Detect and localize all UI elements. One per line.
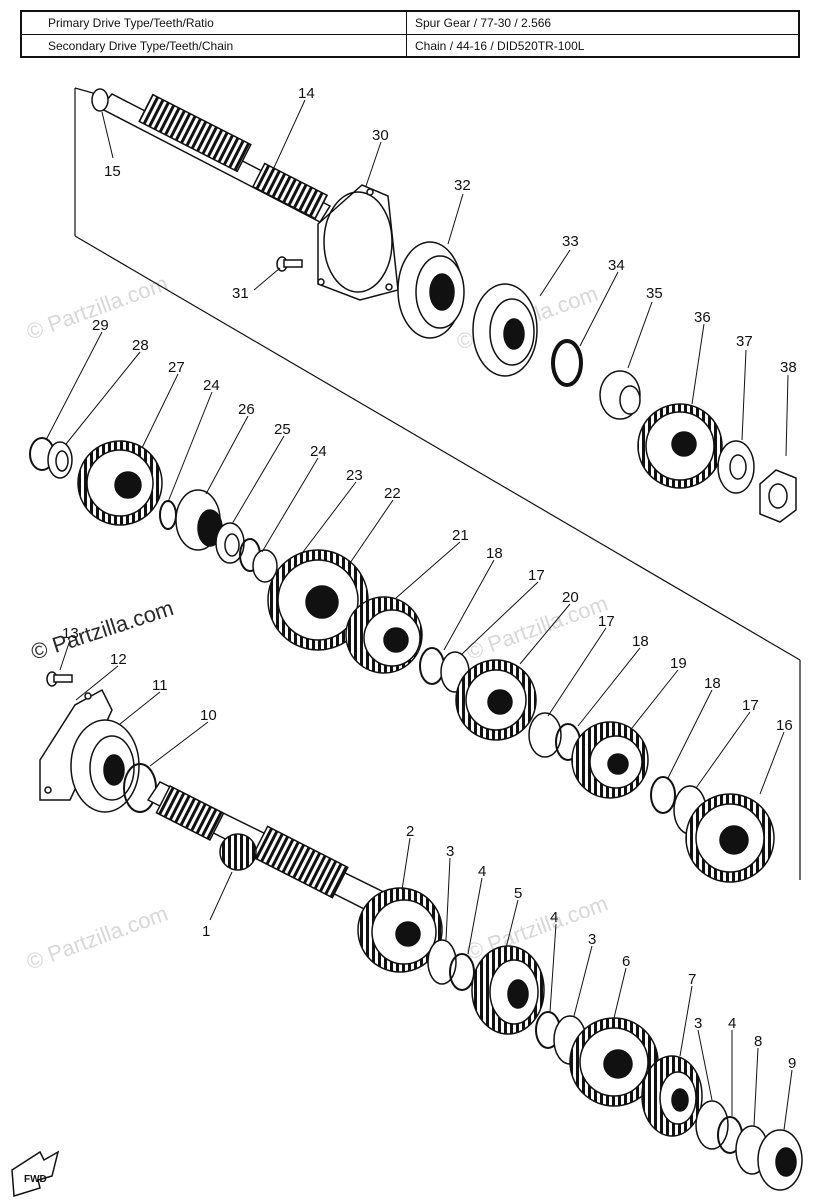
oil-seal xyxy=(472,283,538,377)
washer xyxy=(47,441,73,479)
gear xyxy=(357,887,443,973)
washer xyxy=(528,712,562,758)
needle-bearing xyxy=(175,489,223,551)
gear xyxy=(267,549,369,651)
screw xyxy=(276,256,303,272)
spec-row-primary-drive: Primary Drive Type/Teeth/Ratio Spur Gear… xyxy=(22,12,798,35)
spec-label: Secondary Drive Type/Teeth/Chain xyxy=(48,39,234,53)
callout-5: 5 xyxy=(514,885,522,902)
needle-bearing xyxy=(757,1129,803,1191)
o-ring xyxy=(551,339,583,387)
watermark: © Partzilla.com xyxy=(28,595,177,665)
bearing xyxy=(70,719,140,813)
nut xyxy=(759,469,797,523)
leader-lines xyxy=(45,99,793,1131)
callout-4: 4 xyxy=(728,1015,736,1032)
callout-labels: 14 15 30 31 32 33 34 35 36 37 38 29 28 2… xyxy=(62,85,797,1072)
callout-24: 24 xyxy=(310,443,327,460)
spec-row-secondary-drive: Secondary Drive Type/Teeth/Chain Chain /… xyxy=(22,35,798,57)
callout-12: 12 xyxy=(110,651,127,668)
callout-13: 13 xyxy=(62,625,79,642)
gear xyxy=(685,793,775,883)
callout-23: 23 xyxy=(346,467,363,484)
callout-21: 21 xyxy=(452,527,469,544)
drive-spec-table: Primary Drive Type/Teeth/Ratio Spur Gear… xyxy=(20,10,800,58)
bearing xyxy=(397,241,465,339)
callout-27: 27 xyxy=(168,359,185,376)
spec-value: Chain / 44-16 / DID520TR-100L xyxy=(406,35,805,57)
gear xyxy=(641,1055,703,1137)
callout-17: 17 xyxy=(598,613,615,630)
callout-3: 3 xyxy=(694,1015,702,1032)
main-shaft xyxy=(146,781,401,924)
circlip xyxy=(159,500,177,530)
callout-22: 22 xyxy=(384,485,401,502)
screw xyxy=(46,671,73,687)
watermark: © Partzilla.com xyxy=(463,891,611,965)
callout-10: 10 xyxy=(200,707,217,724)
fwd-label: FWD xyxy=(24,1174,47,1185)
callout-34: 34 xyxy=(608,257,625,274)
callout-4: 4 xyxy=(478,863,486,880)
gear xyxy=(77,440,163,526)
callout-18: 18 xyxy=(704,675,721,692)
spec-label: Primary Drive Type/Teeth/Ratio xyxy=(48,16,214,30)
callout-1: 1 xyxy=(202,923,210,940)
callout-4: 4 xyxy=(550,909,558,926)
fwd-arrow-icon: FWD xyxy=(11,1150,60,1197)
callout-25: 25 xyxy=(274,421,291,438)
callout-37: 37 xyxy=(736,333,753,350)
oil-seal-housing xyxy=(317,184,399,301)
callout-33: 33 xyxy=(562,233,579,250)
callout-17: 17 xyxy=(528,567,545,584)
callout-28: 28 xyxy=(132,337,149,354)
sliding-gear xyxy=(471,945,545,1035)
washer xyxy=(215,522,245,564)
callout-14: 14 xyxy=(298,85,315,102)
gear xyxy=(571,721,649,799)
callout-3: 3 xyxy=(446,843,454,860)
callout-2: 2 xyxy=(406,823,414,840)
circlip xyxy=(650,776,676,814)
callout-36: 36 xyxy=(694,309,711,326)
circlip xyxy=(419,647,445,685)
spec-value: Spur Gear / 77-30 / 2.566 xyxy=(406,12,805,34)
callout-7: 7 xyxy=(688,971,696,988)
callout-26: 26 xyxy=(238,401,255,418)
callout-24: 24 xyxy=(203,377,220,394)
callout-38: 38 xyxy=(780,359,797,376)
callout-35: 35 xyxy=(646,285,663,302)
callout-6: 6 xyxy=(622,953,630,970)
main-axle-shaft xyxy=(91,88,332,223)
callout-11: 11 xyxy=(152,677,168,694)
gear xyxy=(345,596,423,674)
callout-19: 19 xyxy=(670,655,687,672)
gear xyxy=(455,659,537,741)
watermark: © Partzilla.com xyxy=(23,901,171,975)
spacer-collar xyxy=(599,370,641,420)
callout-16: 16 xyxy=(776,717,793,734)
callout-32: 32 xyxy=(454,177,471,194)
circlip xyxy=(449,953,475,991)
gear xyxy=(569,1017,659,1107)
callout-18: 18 xyxy=(632,633,649,650)
callout-9: 9 xyxy=(788,1055,796,1072)
callout-31: 31 xyxy=(232,285,249,302)
drive-sprocket xyxy=(637,403,723,489)
callout-20: 20 xyxy=(562,589,579,606)
callout-30: 30 xyxy=(372,127,389,144)
callout-18: 18 xyxy=(486,545,503,562)
callout-15: 15 xyxy=(104,163,121,180)
callout-8: 8 xyxy=(754,1033,762,1050)
lock-washer xyxy=(717,440,755,494)
washer xyxy=(427,939,457,985)
callout-17: 17 xyxy=(742,697,759,714)
callout-29: 29 xyxy=(92,317,109,334)
callout-3: 3 xyxy=(588,931,596,948)
washer xyxy=(695,1100,729,1150)
washer xyxy=(252,549,278,583)
